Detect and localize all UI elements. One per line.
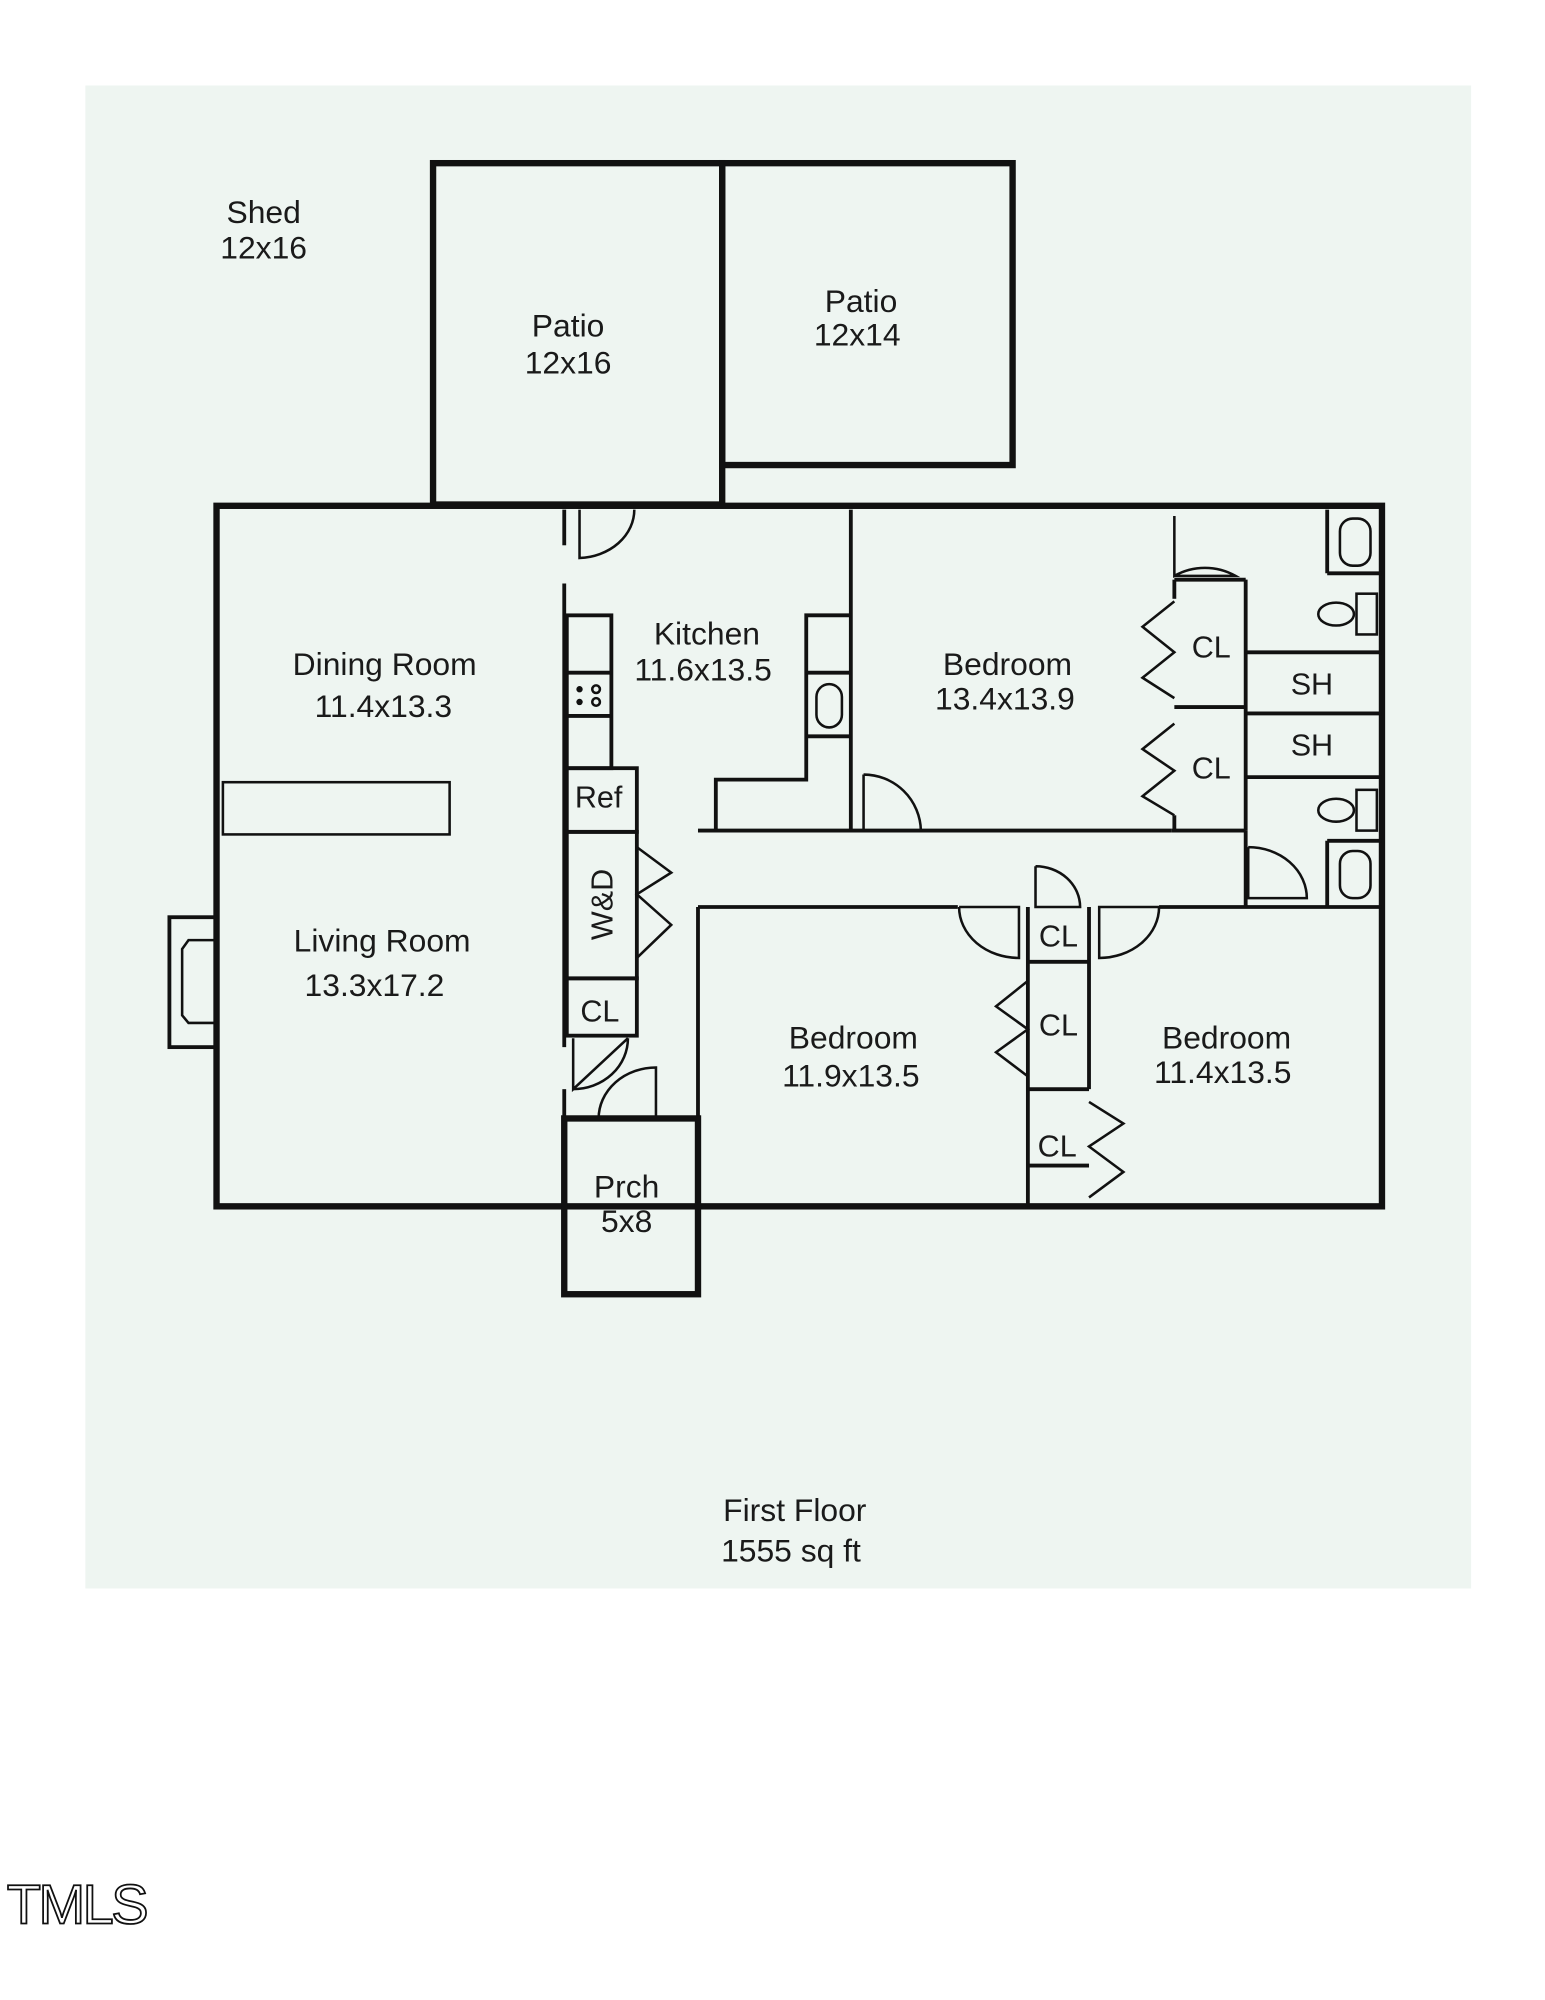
living-room-name: Living Room [294, 923, 471, 959]
divider-bar [221, 780, 451, 836]
floor-area: 1555 sq ft [721, 1533, 861, 1569]
living-room-size: 13.3x17.2 [305, 967, 445, 1003]
shower-label: SH [1291, 667, 1333, 701]
closet-label: CL [1039, 1009, 1078, 1043]
closet-label: CL [1192, 630, 1231, 664]
kitchen-size: 11.6x13.5 [634, 651, 771, 687]
sink-icon [815, 682, 844, 729]
dining-room-name: Dining Room [293, 646, 477, 682]
closet-label: CL [1192, 751, 1231, 785]
kitchen-name: Kitchen [654, 616, 760, 652]
shed-name: Shed [226, 194, 300, 230]
dining-room-size: 11.4x13.3 [315, 688, 452, 724]
bedroom-1-name: Bedroom [943, 646, 1072, 682]
porch-name: Prch [594, 1168, 659, 1204]
patio-2-size: 12x14 [814, 316, 901, 352]
house-outline [213, 502, 1386, 1210]
shower-label: SH [1291, 728, 1333, 762]
wd-label: W&D [586, 869, 620, 940]
bedroom-2-name: Bedroom [789, 1019, 918, 1055]
tub-icon [1338, 517, 1372, 567]
closet-label: CL [1039, 920, 1078, 954]
paper-background [85, 85, 1472, 1589]
patio-1-size: 12x16 [525, 344, 612, 380]
interior-walls [562, 509, 1382, 1207]
patio-2 [719, 159, 1016, 469]
watermark-logo: TMLS [7, 1872, 146, 1935]
bifold-doors [634, 600, 1177, 1199]
tub-icon [1338, 849, 1372, 900]
shed-size: 12x16 [220, 230, 307, 266]
fireplace [167, 915, 219, 1050]
bedroom-2-size: 11.9x13.5 [782, 1058, 919, 1094]
porch-size: 5x8 [601, 1203, 652, 1239]
toilet-icon [1317, 592, 1379, 636]
bedroom-3-size: 11.4x13.5 [1154, 1054, 1291, 1090]
toilet-icon [1317, 788, 1379, 832]
floor-title: First Floor [723, 1492, 867, 1528]
bedroom-3-name: Bedroom [1162, 1019, 1291, 1055]
stove-icon [576, 684, 602, 708]
ref-label: Ref [575, 781, 623, 815]
bedroom-1-size: 13.4x13.9 [935, 681, 1075, 717]
patio-1-name: Patio [532, 307, 605, 343]
porch [561, 1115, 702, 1298]
closet-label: CL [1038, 1130, 1077, 1164]
closet-label: CL [580, 995, 619, 1029]
patio-2-name: Patio [825, 283, 898, 319]
doors [571, 509, 1309, 1119]
